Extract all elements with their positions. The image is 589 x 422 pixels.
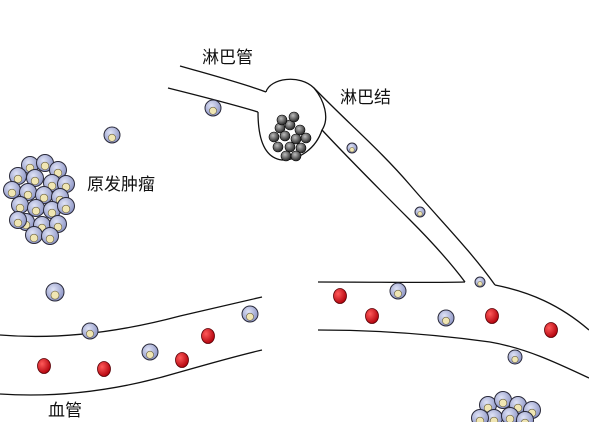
primary-tumor-cell: [9, 211, 27, 229]
secondary-tumor-cell: [494, 391, 512, 409]
lymph-node-cell: [290, 150, 302, 162]
blood-vessel-right-upper-wall-right: [494, 284, 589, 331]
lymph-node-cell-cluster: [268, 111, 312, 162]
lymph-channel: [313, 87, 496, 286]
lymph-channel-left-wall: [321, 129, 466, 283]
blood-vessel-left-lower-wall: [0, 349, 263, 396]
red-blood-cell: [37, 358, 51, 374]
circulating-tumor-cells: [45, 99, 523, 365]
label-lymph-node: 淋巴结: [340, 88, 391, 108]
primary-tumor-cell: [57, 197, 75, 215]
circulating-tumor-cell: [141, 343, 159, 361]
lymph-node-cell: [268, 131, 280, 143]
primary-tumor-cell: [36, 154, 54, 172]
lymph-node-cell: [295, 142, 307, 154]
circulating-tumor-cell: [103, 126, 121, 144]
secondary-tumor-cluster: [471, 391, 541, 422]
circulating-tumor-cell: [389, 282, 407, 300]
red-blood-cell: [201, 328, 215, 344]
circulating-tumor-cell: [346, 142, 358, 154]
blood-vessel-left: [0, 296, 263, 396]
lymph-vessel-upper-wall: [179, 65, 267, 93]
lymph-node-cell: [294, 124, 306, 136]
red-blood-cells: [37, 288, 558, 377]
primary-tumor-cluster: [3, 154, 75, 245]
circulating-tumor-cell: [204, 99, 222, 117]
primary-tumor-cell: [25, 226, 43, 244]
primary-tumor-cell: [27, 199, 45, 217]
primary-tumor-cell: [19, 183, 37, 201]
blood-vessel-right: [317, 281, 589, 379]
primary-tumor-cell: [11, 196, 29, 214]
lymph-node-cell: [300, 132, 312, 144]
primary-tumor-cell: [35, 186, 53, 204]
lymph-channel-right-wall: [313, 87, 496, 286]
red-blood-cell: [365, 308, 379, 324]
circulating-tumor-cell: [507, 349, 523, 365]
lymph-node-cell: [272, 141, 284, 153]
primary-tumor-cell: [49, 215, 67, 233]
primary-tumor-cell: [3, 181, 21, 199]
circulating-tumor-cell: [474, 276, 486, 288]
red-blood-cell: [485, 308, 499, 324]
red-blood-cell: [175, 352, 189, 368]
lymph-node-cell: [276, 114, 288, 126]
blood-vessel-right-lower-wall: [317, 329, 589, 379]
secondary-tumor-cell: [471, 409, 489, 422]
lymph-node-cell: [284, 141, 296, 153]
blood-vessel-left-upper-wall: [0, 296, 263, 338]
red-blood-cell: [544, 322, 558, 338]
circulating-tumor-cell: [437, 309, 455, 327]
circulating-tumor-cell: [414, 206, 426, 218]
red-blood-cell: [97, 361, 111, 377]
label-primary-tumor: 原发肿瘤: [87, 175, 155, 195]
secondary-tumor-cell: [501, 407, 519, 422]
label-lymph-vessel: 淋巴管: [202, 48, 253, 68]
red-blood-cell: [333, 288, 347, 304]
circulating-tumor-cell: [45, 282, 65, 302]
secondary-tumor-cell: [516, 411, 534, 422]
primary-tumor-cell: [41, 227, 59, 245]
label-blood-vessel: 血管: [48, 401, 82, 421]
circulating-tumor-cell: [81, 322, 99, 340]
lymph-node-cell: [288, 111, 300, 123]
circulating-tumor-cell: [241, 305, 259, 323]
primary-tumor-cell: [26, 169, 44, 187]
lymph-node-cell: [280, 150, 292, 162]
lymph-node-cell: [279, 130, 291, 142]
